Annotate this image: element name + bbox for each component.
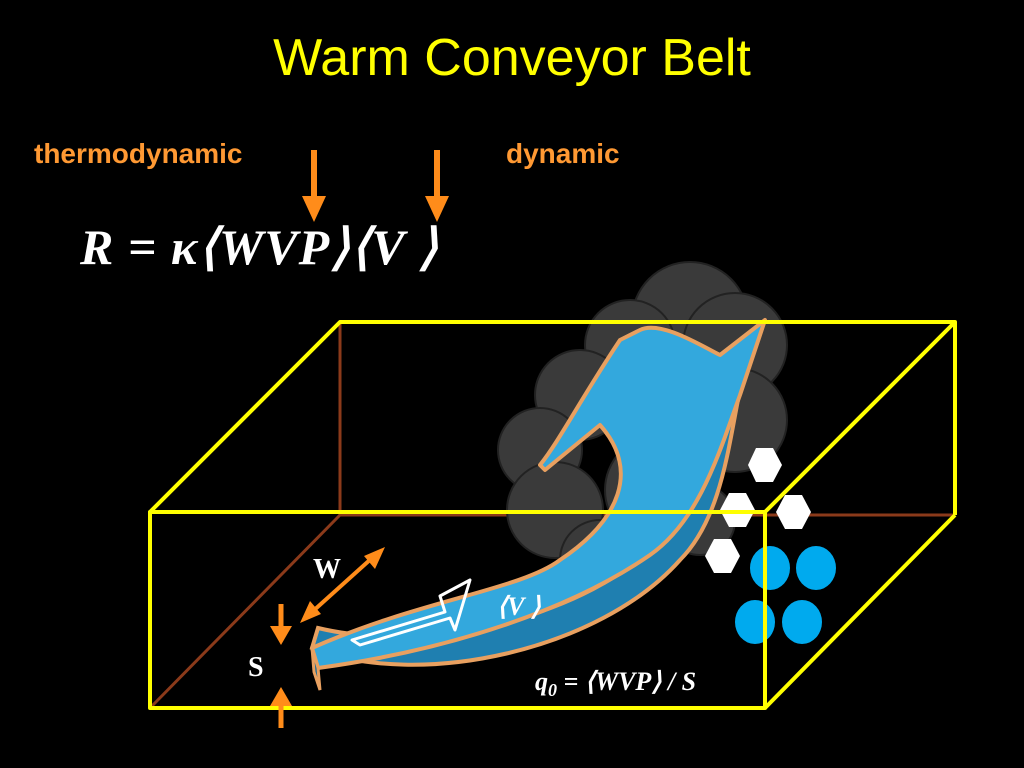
thermodynamic-label: thermodynamic — [34, 138, 243, 169]
flux-label: q0 = ⟨WVP⟩ / S — [535, 667, 696, 700]
dynamic-label: dynamic — [506, 138, 620, 169]
velocity-label: ⟨V ⟩ — [497, 592, 542, 621]
flux-label-sub: 0 — [548, 680, 557, 700]
width-label: W — [313, 554, 341, 585]
flux-label-q: q — [535, 667, 548, 696]
rain-rate-equation: R = κ⟨WVP⟩⟨V ⟩ — [80, 219, 439, 275]
dynamic-arrow — [425, 150, 449, 222]
thermodynamic-arrow — [302, 150, 326, 222]
flow-arrow-icon — [350, 578, 472, 647]
water-droplets — [735, 546, 836, 644]
conveyor-belt — [309, 318, 767, 691]
height-label: S — [248, 652, 264, 683]
slide-title: Warm Conveyor Belt — [273, 29, 751, 87]
ice-crystals — [705, 448, 811, 573]
box-front-edges — [148, 320, 957, 710]
height-arrows — [270, 604, 292, 728]
flux-label-rest: = ⟨WVP⟩ / S — [557, 667, 696, 696]
width-arrow — [300, 547, 385, 623]
